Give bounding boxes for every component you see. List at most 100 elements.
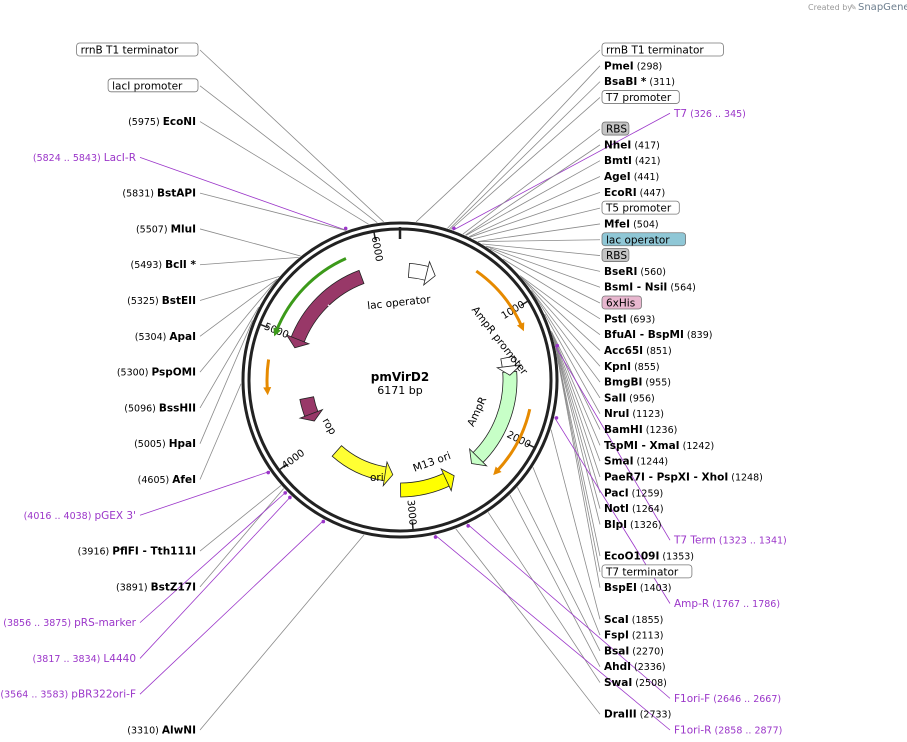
primer-text: (3564 .. 3583) pBR322ori-F [0,689,136,701]
enzyme-label-nhei: NheI (417) [604,139,660,151]
leader-l4440 [139,495,292,659]
primer-text: Amp-R (1767 .. 1786) [674,598,780,610]
feature-tag-laci-promoter: lacI promoter [107,78,199,92]
enzyme-label-mlui: (5507) MluI [136,223,196,235]
primer-text: T7 (326 .. 345) [673,108,746,120]
enzyme-text: SalI (956) [604,392,655,404]
leader-kpni [521,277,601,367]
enzyme-text: (3916) PflFI - Tth111I [78,546,196,558]
enzyme-text: BlpI (1326) [604,519,662,531]
enzyme-text: (5096) BssHII [124,402,196,414]
enzyme-text: TspMI - XmaI (1242) [604,440,714,452]
feature-arrowhead-ampr-promoter [496,364,523,376]
enzyme-text: EcoO109I (1353) [604,551,694,563]
enzyme-label-bsmi: BsmI - NsiI (564) [604,282,696,294]
leader-pgex-3 [139,470,271,516]
feature-tag-text: 6xHis [606,298,635,310]
enzyme-label-bmgbi: BmgBI (955) [604,377,671,389]
enzyme-label-bfuai: BfuAI - BspMI (839) [604,329,712,341]
primer-text: T7 Term (1323 .. 1341) [673,535,787,547]
leader-rrnb-t1-terminator [415,49,601,223]
enzyme-text: BsmI - NsiI (564) [604,282,696,294]
enzyme-label-bsabi: BsaBI * (311) [604,76,675,88]
feature-arrow-laci [289,269,365,345]
feature-tag-box [601,90,680,104]
tick-label-3000: 3000 [404,499,417,525]
feature-tag-text: T5 promoter [605,203,672,215]
feature-arrowhead-rop [298,408,324,422]
leader-ecori [469,191,601,238]
primer-text: F1ori-R (2858 .. 2877) [674,725,782,737]
leader-f1ori-f [467,523,671,699]
feature-tag-text: rrnB T1 terminator [606,45,704,57]
leader-lac-operator [478,239,601,242]
feature-tag-box [76,42,199,57]
enzyme-text: PmeI (298) [604,60,662,72]
enzyme-label-draiii: DraIII (2733) [604,709,671,721]
primer-site-t7 [452,226,456,231]
enzyme-label-smai: SmaI (1244) [604,456,668,468]
leader-scai [550,429,601,620]
enzyme-text: (5300) PspOMI [117,367,196,379]
enzyme-text: BmgBI (955) [604,377,671,389]
leader-ahdi [509,494,601,667]
leader-bsabi [449,81,601,230]
primer-site-laci-r [343,226,348,231]
primer-label-amp-r: Amp-R (1767 .. 1786) [674,598,780,610]
primer-label-pgex-3: (4016 .. 4038) pGEX 3' [24,510,136,522]
leader-noti [552,335,601,509]
leader-bspei [556,357,601,588]
leader-mlui [199,228,301,257]
leader-pbr322ori-f [139,519,325,695]
enzyme-text: MfeI (504) [604,218,659,230]
feature-arrow-m13-ori [400,472,452,498]
enzyme-label-kpni: KpnI (855) [604,361,660,373]
primer-label-f1ori-f: F1ori-F (2646 .. 2667) [674,693,781,705]
tick-1000 [520,300,529,307]
enzyme-label-ecoo109i: EcoO109I (1353) [604,551,694,563]
feature-tag-rrnb-t1-terminator: rrnB T1 terminator [601,42,724,57]
enzyme-text: (5304) ApaI [135,331,196,343]
plasmid-size: 6171 bp [377,384,422,397]
enzyme-text: KpnI (855) [604,361,660,373]
leader-ecoo109i [555,349,601,557]
leader-bsshii [199,306,260,409]
primer-label-l4440: (3817 .. 3834) L4440 [33,653,136,665]
enzyme-text: NotI (1264) [604,503,664,515]
enzyme-text: (5325) BstEII [127,295,196,307]
enzyme-label-paer7i: PaeR7I - PspXI - XhoI (1248) [604,471,763,483]
leader-rbs [482,243,601,256]
enzyme-text: (5831) BstAPI [122,188,196,200]
primer-site-amp-r [554,416,559,420]
enzyme-label-fspi: FspI (2113) [604,630,663,642]
enzyme-text: ScaI (1855) [604,614,663,626]
leader-bcli [199,257,299,266]
primer-text: F1ori-F (2646 .. 2667) [674,693,781,705]
primer-site-pbr322ori-f [321,519,326,524]
enzyme-label-tspmi: TspMI - XmaI (1242) [604,440,714,452]
enzyme-text: (5975) EcoNI [128,116,196,128]
plasmid-center: pmVirD2 6171 bp [371,370,430,397]
leader-laci-r [139,156,347,231]
primer-site-f1ori-f [466,524,470,528]
primer-text: (5824 .. 5843) LacI-R [33,152,136,164]
leader-pflfi [199,485,282,552]
tick-5000 [260,323,269,329]
feature-label-lac-operator: lac operator [367,294,432,313]
tick-label-6000: 6000 [369,236,384,263]
enzyme-text: AhdI (2336) [604,661,666,673]
orf-arc [496,408,532,472]
primer-site-prs-marker [283,491,288,495]
primer-label-prs-marker: (3856 .. 3875) pRS-marker [3,617,136,629]
enzyme-text: (5005) HpaI [134,438,196,450]
primer-label-f1ori-r: F1ori-R (2858 .. 2877) [674,725,782,737]
enzyme-label-agei: AgeI (441) [604,171,659,183]
feature-tag-text: T7 terminator [605,566,679,578]
enzyme-label-mfei: MfeI (504) [604,218,659,230]
feature-arrowhead-lac-operator [423,260,436,286]
feature-tag-text: lac operator [606,234,670,246]
enzyme-label-econi: (5975) EcoNI [128,116,196,128]
tick-6000 [373,232,377,241]
leader-rbs [462,128,601,235]
backbone [241,221,559,539]
